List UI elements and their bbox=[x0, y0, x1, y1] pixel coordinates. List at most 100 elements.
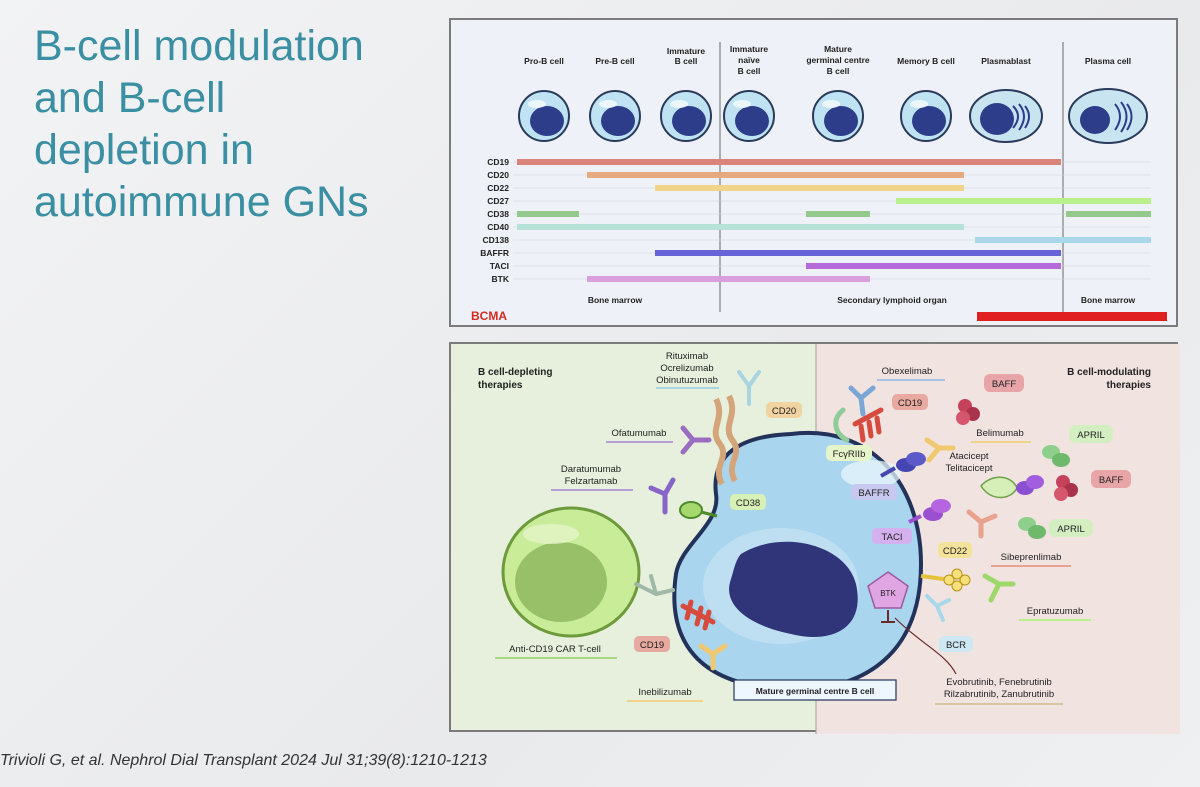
therapies-diagram: B cell-depleting therapies B cell-modula… bbox=[478, 344, 1180, 734]
marker-label: CD22 bbox=[487, 183, 509, 193]
rituximab-label: Obinutuzumab bbox=[656, 375, 718, 386]
cd19-label: CD19 bbox=[898, 398, 922, 409]
ofatumumab-antibody-icon bbox=[680, 425, 712, 455]
modulating-heading: B cell-modulating bbox=[1067, 367, 1151, 378]
cd20-label: CD20 bbox=[772, 406, 796, 417]
citation: Trivioli G, et al. Nephrol Dial Transpla… bbox=[0, 752, 487, 769]
atacicept-fusion-icon bbox=[980, 475, 1044, 499]
btk-inhibitors-label: Evobrutinib, Fenebrutinib bbox=[946, 677, 1052, 688]
april-icon bbox=[1018, 517, 1046, 539]
belimumab-antibody-icon bbox=[924, 437, 956, 463]
inebilizumab-label: Inebilizumab bbox=[638, 687, 691, 698]
cd19-label: CD19 bbox=[640, 640, 664, 651]
title-line: autoimmune GNs bbox=[34, 178, 369, 226]
btk-inhibitors-label: Rilzabrutinib, Zanubrutinib bbox=[944, 689, 1054, 700]
cell-drawings bbox=[518, 88, 1148, 144]
epratuzumab-label: Epratuzumab bbox=[1027, 606, 1084, 617]
location-label: Secondary lymphoid organ bbox=[837, 295, 947, 305]
cd19-tag bbox=[892, 394, 928, 410]
cd20-receptor-icon bbox=[712, 394, 740, 486]
connector-line bbox=[894, 617, 957, 675]
fcyriib-tag bbox=[826, 445, 872, 461]
cd38-tag bbox=[730, 494, 766, 510]
cd22-tag bbox=[938, 542, 972, 558]
cd38-label: CD38 bbox=[736, 498, 760, 509]
title-line: and B-cell bbox=[34, 74, 226, 122]
stage-label: Pro-B cell bbox=[524, 56, 564, 66]
obexelimab-label: Obexelimab bbox=[882, 366, 933, 377]
memory-b-cell-icon bbox=[900, 90, 952, 142]
stage-label: Immature bbox=[730, 44, 769, 54]
car-t-label: Anti-CD19 CAR T-cell bbox=[509, 644, 601, 655]
marker-label: CD38 bbox=[487, 209, 509, 219]
stage-label: naïve bbox=[738, 55, 760, 65]
slide-title: B-cell modulation and B-cell depletion i… bbox=[34, 20, 434, 228]
baff-icon bbox=[956, 399, 980, 425]
row-guides bbox=[513, 161, 1151, 280]
btk-icon: BTK bbox=[867, 571, 909, 609]
bcr-tag bbox=[939, 636, 973, 652]
location-label: Bone marrow bbox=[588, 295, 643, 305]
depleting-heading: therapies bbox=[478, 380, 523, 391]
rituximab-label: Ocrelizumab bbox=[660, 363, 713, 374]
baff-tag bbox=[984, 374, 1024, 392]
marker-label: TACI bbox=[490, 261, 509, 271]
atacicept-label: Atacicept bbox=[949, 451, 988, 462]
atacicept-label: Telitacicept bbox=[946, 463, 993, 474]
stage-label: germinal centre bbox=[806, 55, 870, 65]
stage-label: Plasmablast bbox=[981, 56, 1031, 66]
fcyriib-receptor-icon bbox=[833, 407, 850, 443]
plasmablast-icon bbox=[969, 89, 1043, 143]
immature-b-cell-icon bbox=[660, 90, 712, 142]
daratumumab-label: Felzartamab bbox=[565, 476, 618, 487]
marker-labels: CD19 CD20 CD22 CD27 CD38 CD40 CD138 BAFF… bbox=[480, 157, 510, 284]
baffr-tag bbox=[851, 484, 897, 500]
bcma-bar bbox=[977, 312, 1167, 321]
car-t-cell-icon bbox=[501, 506, 641, 638]
center-label: Mature germinal centre B cell bbox=[756, 686, 875, 696]
expression-bars bbox=[517, 159, 1151, 282]
stage-label: Immature bbox=[667, 46, 706, 56]
stage-label: Plasma cell bbox=[1085, 56, 1131, 66]
stage-label: B cell bbox=[738, 66, 761, 76]
cd22-label: CD22 bbox=[943, 546, 967, 557]
germinal-centre-b-cell-icon bbox=[812, 90, 864, 142]
cd20-tag bbox=[766, 402, 802, 418]
april-tag bbox=[1069, 425, 1113, 443]
pro-b-cell-icon bbox=[518, 90, 570, 142]
rituximab-antibody-icon bbox=[737, 370, 761, 406]
ofatumumab-label: Ofatumumab bbox=[612, 428, 667, 439]
april-tag bbox=[1049, 519, 1093, 537]
development-diagram: Pro-B cell Pre-B cell Immature B cell Im… bbox=[471, 42, 1167, 323]
obexelimab-antibody-icon bbox=[848, 385, 876, 417]
btk-label: BTK bbox=[880, 589, 896, 598]
modulating-heading: therapies bbox=[1107, 380, 1152, 391]
therapies-panel: B cell-depleting therapies B cell-modula… bbox=[449, 342, 1180, 734]
stage-labels: Pro-B cell Pre-B cell Immature B cell Im… bbox=[524, 44, 1131, 76]
baff-icon bbox=[1054, 475, 1078, 501]
taci-tag bbox=[872, 528, 912, 544]
pre-b-cell-icon bbox=[589, 90, 641, 142]
marker-label: BAFFR bbox=[480, 248, 509, 258]
cd19-receptor-icon bbox=[680, 599, 716, 631]
stage-label: Mature bbox=[824, 44, 852, 54]
plasma-cell-icon bbox=[1068, 88, 1148, 144]
stage-label: Memory B cell bbox=[897, 56, 955, 66]
sibeprenlimab-label: Sibeprenlimab bbox=[1001, 552, 1062, 563]
epratuzumab-antibody-icon bbox=[982, 573, 1016, 603]
location-label: Bone marrow bbox=[1081, 295, 1136, 305]
depleting-heading: B cell-depleting bbox=[478, 367, 552, 378]
bcr-label: BCR bbox=[946, 640, 966, 651]
marker-label: CD27 bbox=[487, 196, 509, 206]
marker-label: CD20 bbox=[487, 170, 509, 180]
daratumumab-label: Daratumumab bbox=[561, 464, 621, 475]
naive-b-cell-icon bbox=[723, 90, 775, 142]
baff-tag bbox=[1091, 470, 1131, 488]
april-icon bbox=[1042, 445, 1070, 467]
marker-label: CD40 bbox=[487, 222, 509, 232]
marker-label: BTK bbox=[492, 274, 510, 284]
car-receptor-icon bbox=[634, 574, 675, 596]
april-label: APRIL bbox=[1057, 524, 1084, 535]
baff-label: BAFF bbox=[1099, 475, 1123, 486]
title-line: B-cell modulation bbox=[34, 22, 364, 70]
